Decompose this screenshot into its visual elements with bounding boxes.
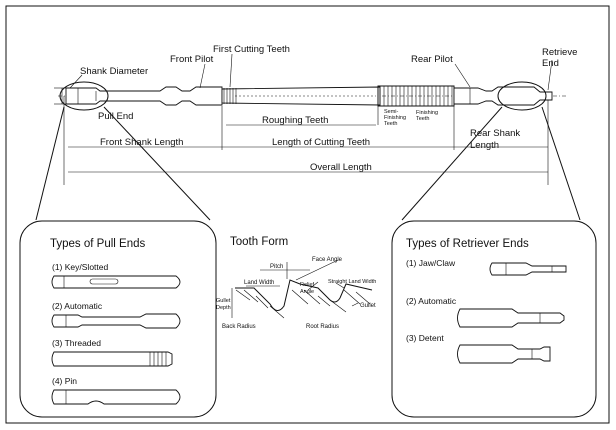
label-gullet: Gullet: [360, 303, 376, 309]
label-pull-end: Pull End: [98, 111, 133, 122]
pull-end-shank: [65, 86, 223, 106]
label-root-radius: Root Radius: [306, 324, 339, 330]
retriever-end-item-1: (1) Jaw/Claw: [406, 258, 456, 268]
retrieve-end-detail-circle: [497, 81, 547, 111]
label-front-shank-length: Front Shank Length: [100, 137, 183, 148]
pull-end-item-1: (1) Key/Slotted: [52, 262, 108, 272]
broach-drawing: [58, 85, 566, 107]
tooth-profile-drawing: [231, 259, 373, 319]
retriever-automatic-drawing: [457, 308, 565, 328]
outer-frame: [5, 5, 610, 424]
label-straight-land-width: Straight Land Width: [328, 279, 376, 285]
label-length-of-cutting-teeth: Length of Cutting Teeth: [272, 137, 370, 148]
rear-pilot-shank: [453, 86, 553, 106]
pull-end-item-4: (4) Pin: [52, 376, 77, 386]
retriever-detent-drawing: [457, 344, 551, 364]
pull-end-item-3: (3) Threaded: [52, 338, 101, 348]
dimension-lines: [54, 53, 553, 185]
label-shank-diameter: Shank Diameter: [80, 66, 148, 77]
retriever-ends-panel: [391, 220, 597, 418]
retriever-jaw-claw-drawing: [489, 262, 567, 276]
tooth-form-title: Tooth Form: [230, 236, 288, 248]
label-pitch: Pitch: [270, 264, 283, 270]
pull-end-detail-circle: [59, 81, 109, 111]
label-roughing-teeth: Roughing Teeth: [262, 115, 328, 126]
label-back-radius: Back Radius: [222, 324, 256, 330]
retriever-ends-title: Types of Retriever Ends: [406, 238, 529, 250]
retriever-end-item-3: (3) Detent: [406, 333, 444, 343]
pull-end-automatic-drawing: [51, 313, 181, 329]
pull-ends-panel: [19, 220, 217, 418]
label-face-angle: Face Angle: [312, 257, 343, 263]
retriever-end-item-2: (2) Automatic: [406, 296, 457, 306]
pull-end-item-2: (2) Automatic: [52, 301, 103, 311]
label-first-cutting-teeth: First Cutting Teeth: [213, 44, 290, 55]
label-land-width: Land Width: [244, 280, 274, 286]
label-front-pilot: Front Pilot: [170, 54, 214, 65]
label-overall-length: Overall Length: [310, 162, 372, 173]
label-rear-pilot: Rear Pilot: [411, 54, 453, 65]
pull-end-key-slotted-drawing: [51, 275, 181, 289]
pull-end-threaded-drawing: [51, 351, 173, 367]
pull-end-pin-drawing: [51, 389, 181, 405]
pull-ends-title: Types of Pull Ends: [50, 238, 145, 250]
